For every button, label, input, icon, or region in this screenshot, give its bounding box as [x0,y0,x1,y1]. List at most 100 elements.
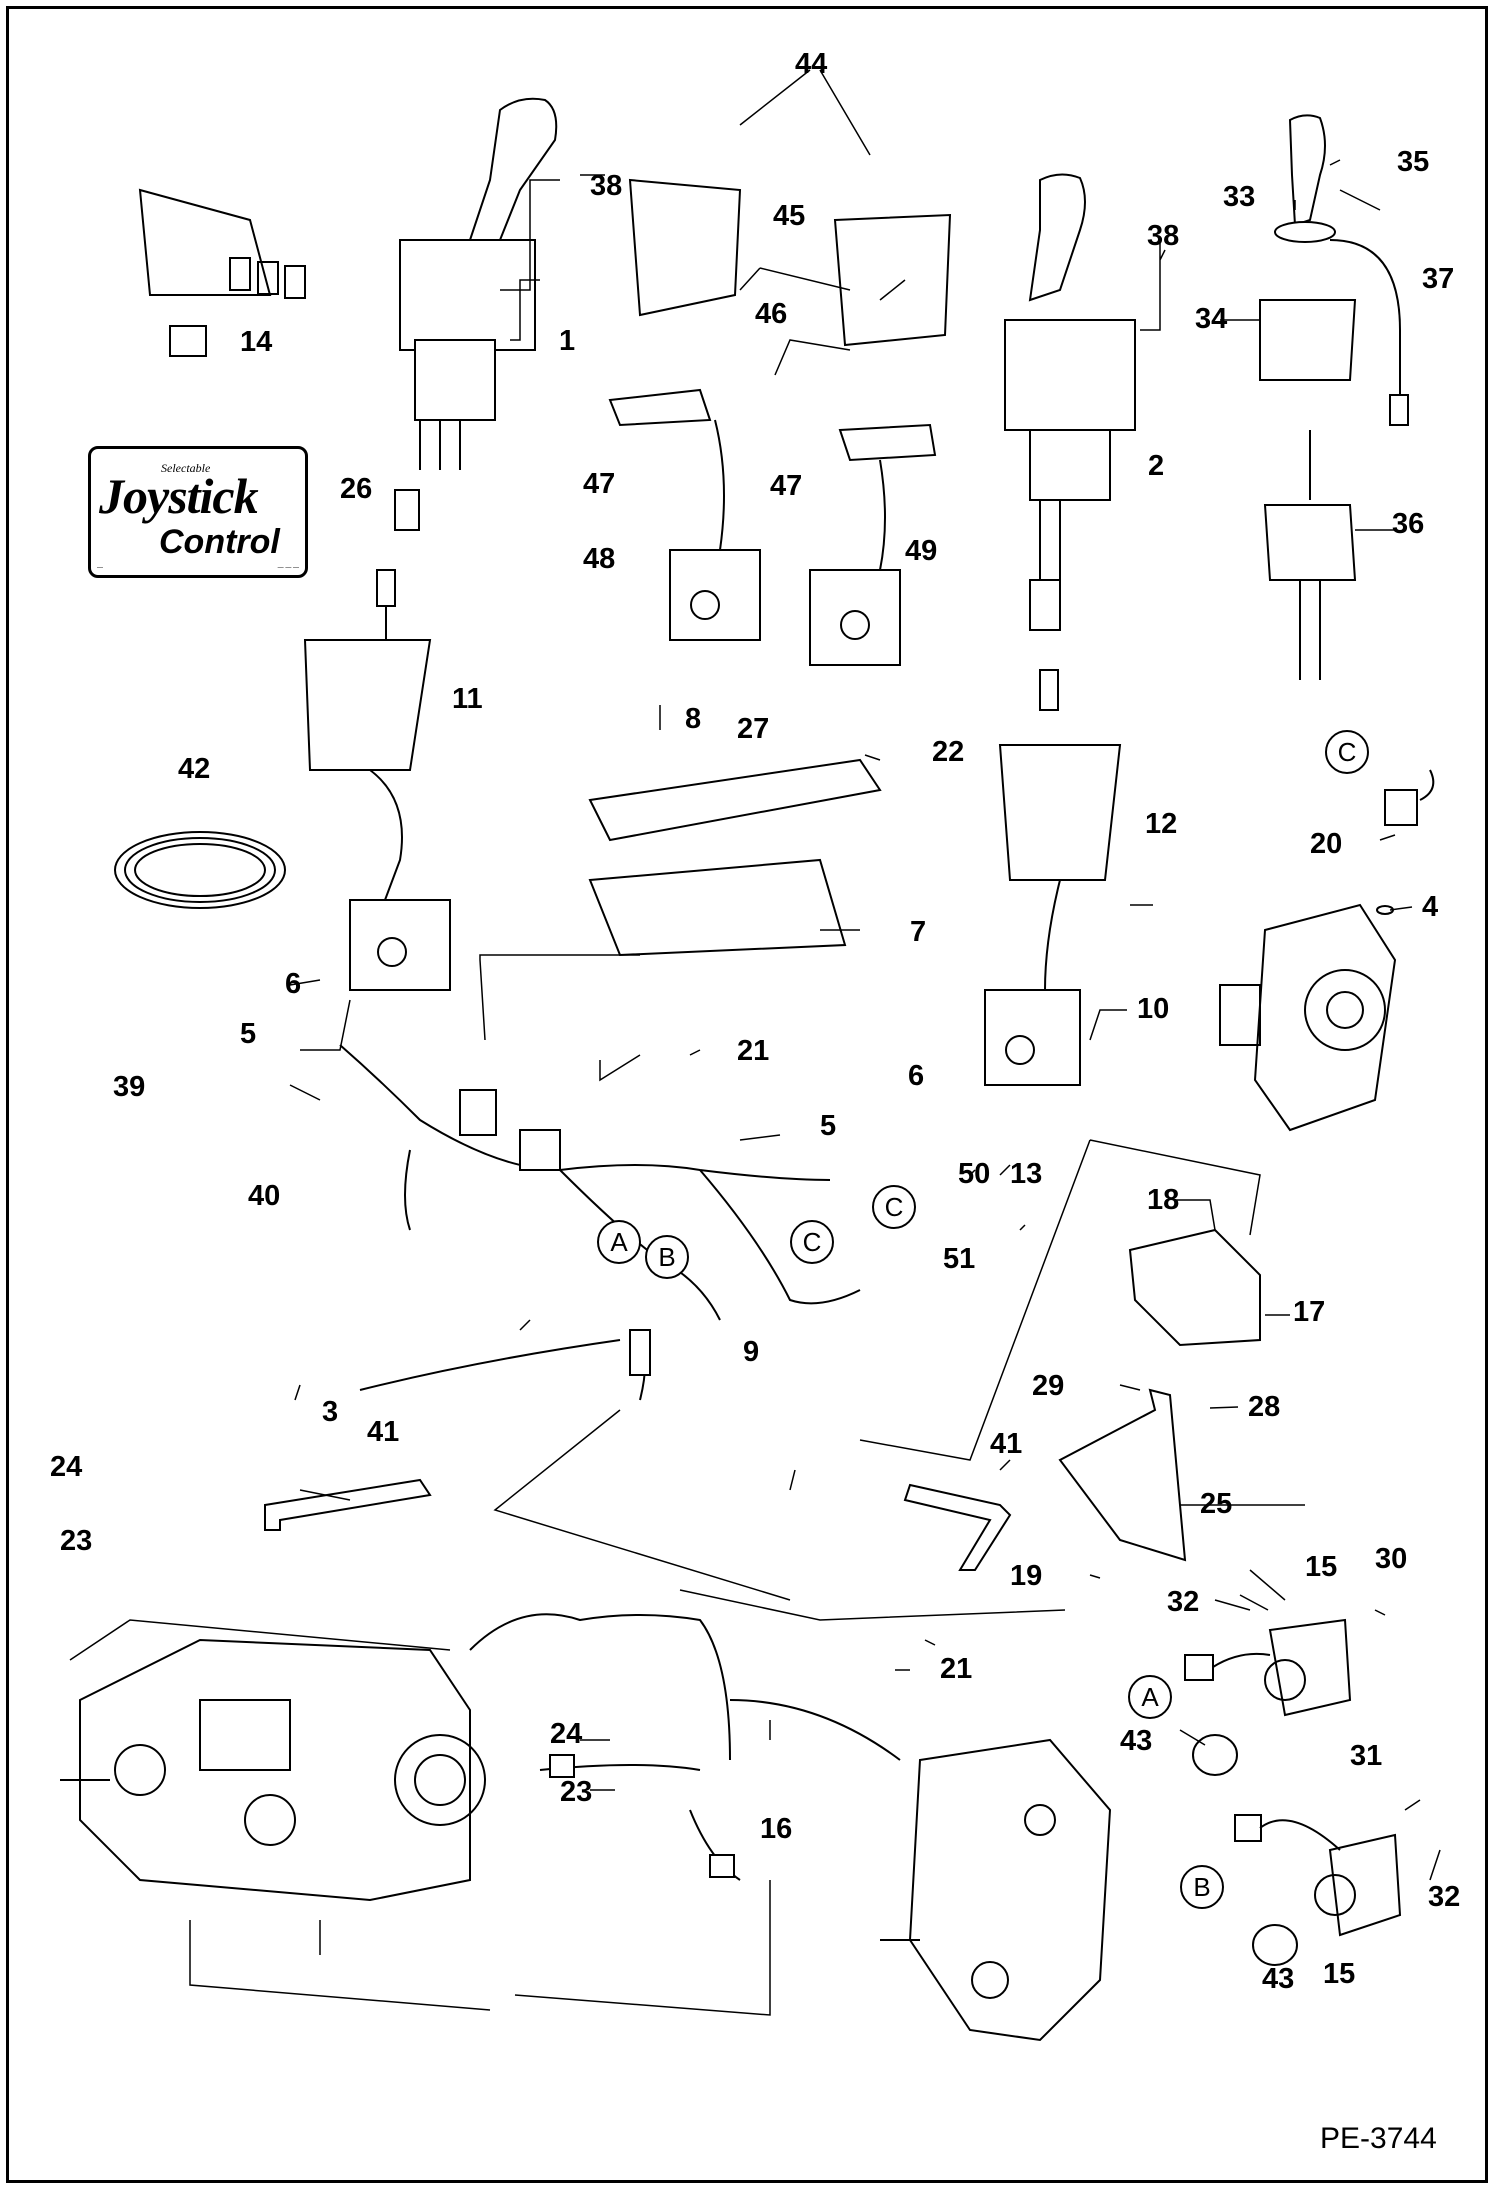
left-joystick-drawing [303,97,558,991]
lower-harness-drawing [469,1613,901,1881]
callout-43-upper: 43 [1120,1725,1153,1757]
callout-21-upper: 21 [737,1035,770,1067]
switch-panel-drawing [138,188,306,357]
callout-30: 30 [1375,1543,1408,1575]
callout-2: 2 [1148,450,1165,482]
zone-outline-bottom-left [189,1920,491,2011]
decal-small-text: Selectable [161,461,211,475]
callout-47-right: 47 [770,470,803,502]
connector-ref-a-solenoid: A [1128,1675,1172,1719]
callout-5-right: 5 [820,1110,837,1142]
callout-51: 51 [943,1243,976,1275]
covers-drawing [628,178,952,347]
callout-25: 25 [1200,1488,1233,1520]
callout-14: 14 [240,326,273,358]
callout-47-left: 47 [583,468,616,500]
callout-11: 11 [452,683,483,715]
callout-1: 1 [559,325,576,357]
solenoid-drawing [1184,1618,1402,1937]
allen-wrench-left [264,1478,432,1531]
callout-48: 48 [583,543,616,575]
callout-42: 42 [178,753,211,785]
decal-title-text: Joystick [99,468,259,524]
callout-15-upper: 15 [1305,1551,1338,1583]
joystick-assembly-drawing [1259,114,1409,680]
callout-34: 34 [1195,303,1228,335]
leader-lines [289,69,1441,1881]
callout-15-lower: 15 [1323,1958,1356,1990]
zone-outline-upper [479,954,640,1041]
callout-49: 49 [905,535,938,567]
zone-outline-right [859,1139,1261,1461]
allen-wrench-right [903,1483,1012,1571]
connector-ref-c-plug: C [872,1185,916,1229]
callout-21-lower: 21 [940,1653,973,1685]
selectable-joystick-control-decal: Selectable Joystick Control — — — — [88,446,308,578]
callout-13: 13 [1010,1158,1043,1190]
callout-23-left: 23 [60,1525,93,1557]
bracket-drawing [1058,1228,1261,1562]
callout-38-left: 38 [590,170,623,202]
zone-outline-top-band [69,1589,1066,1661]
right-joystick-drawing [984,173,1136,1086]
callout-24-lower: 24 [550,1718,583,1750]
callout-7: 7 [910,916,927,948]
control-module-cover-drawing [588,758,882,957]
callout-5-left: 5 [240,1018,257,1050]
document-code: PE-3744 [1320,2122,1437,2155]
control-valve-drawing [880,1738,1112,2042]
connector-ref-c-harness: C [790,1220,834,1264]
decal-fine-print-right: — — — [277,565,299,571]
callout-4: 4 [1422,891,1439,923]
pump-drawing [1219,769,1435,1132]
callout-12: 12 [1145,808,1178,840]
callout-37: 37 [1422,263,1455,295]
callout-17: 17 [1293,1296,1326,1328]
page-border [6,6,1488,2183]
callout-31: 31 [1350,1740,1383,1772]
callout-32-lower: 32 [1428,1881,1461,1913]
callout-10: 10 [1137,993,1170,1025]
decal-subtitle-text: Control [159,523,280,561]
zone-outline-bottom-mid [514,1880,771,2016]
callout-22: 22 [932,736,965,768]
o-ring-lower [1252,1924,1298,1966]
callout-32-upper: 32 [1167,1586,1200,1618]
callout-20: 20 [1310,828,1343,860]
callout-45: 45 [773,200,806,232]
callout-35: 35 [1397,146,1430,178]
callout-33: 33 [1223,181,1256,213]
connector-ref-c-pump: C [1325,730,1369,774]
mount-brackets-drawing [608,388,937,666]
callout-23-lower: 23 [560,1776,593,1808]
callout-41-right: 41 [990,1428,1023,1460]
callout-29: 29 [1032,1370,1065,1402]
callout-39: 39 [113,1071,146,1103]
connector-ref-b-upper: B [645,1235,689,1279]
callout-38-right: 38 [1147,220,1180,252]
callout-27: 27 [737,713,770,745]
callout-40: 40 [248,1180,281,1212]
callout-19: 19 [1010,1560,1043,1592]
hose-coil-drawing [114,831,286,909]
decal-fine-print-left: — [97,565,103,571]
callout-41-left: 41 [367,1416,400,1448]
wiring-harness-drawing [339,1044,861,1401]
callout-6-left: 6 [285,968,302,1000]
hydrostatic-pump-drawing [60,1638,486,1902]
connector-ref-b-solenoid: B [1180,1865,1224,1909]
callout-18: 18 [1147,1184,1180,1216]
callout-43-lower: 43 [1262,1963,1295,1995]
callout-8: 8 [685,703,702,735]
callout-36: 36 [1392,508,1425,540]
callout-3: 3 [322,1396,339,1428]
callout-26: 26 [340,473,373,505]
callout-44: 44 [795,48,828,80]
connector-ref-a-upper: A [597,1220,641,1264]
callout-50: 50 [958,1158,991,1190]
callout-9: 9 [743,1336,760,1368]
zone-outline-lower [493,1409,791,1601]
callout-46: 46 [755,298,788,330]
